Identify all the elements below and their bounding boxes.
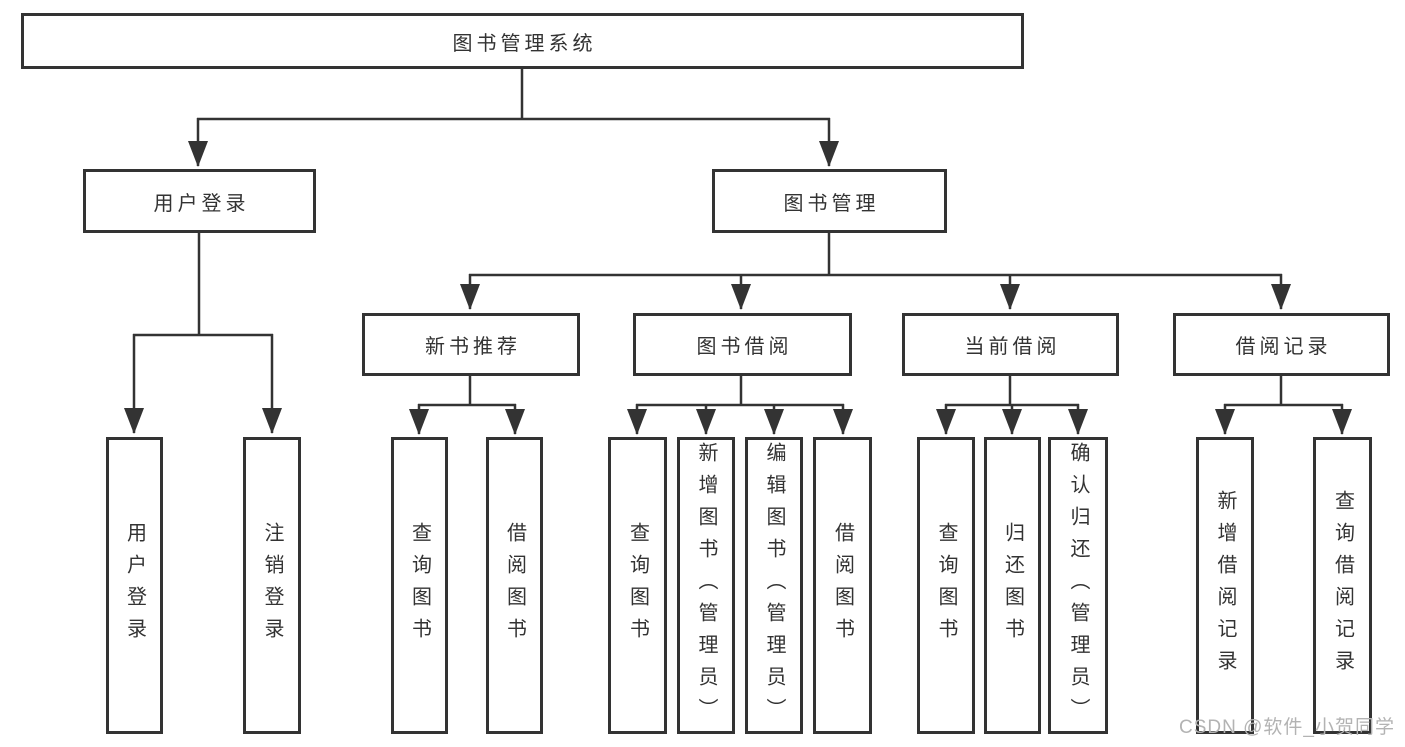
leaf-br-add-borrow-record: 新增借阅记录 xyxy=(1196,437,1254,734)
leaf-user-login-label: 用户登录 xyxy=(123,521,146,650)
node-current-borrow-label: 当前借阅 xyxy=(964,336,1061,358)
leaf-cb-query-books-label: 查询图书 xyxy=(935,521,957,650)
node-book-management-label: 图书管理 xyxy=(783,192,880,215)
node-book-borrow-label: 图书借阅 xyxy=(696,336,793,358)
leaf-cb-return-books-label: 归还图书 xyxy=(1001,521,1024,650)
node-book-borrow: 图书借阅 xyxy=(633,313,852,376)
leaf-bb-edit-books-admin-label: 编辑图书（管理员） xyxy=(763,441,785,730)
node-borrow-records: 借阅记录 xyxy=(1173,313,1390,376)
node-user-login-label: 用户登录 xyxy=(153,192,250,215)
node-root-system-label: 图书管理系统 xyxy=(452,32,597,55)
node-borrow-records-label: 借阅记录 xyxy=(1235,336,1332,358)
leaf-bb-add-books-admin: 新增图书（管理员） xyxy=(677,437,735,734)
leaf-cb-confirm-return-admin: 确认归还（管理员） xyxy=(1048,437,1108,734)
leaf-nbr-query-books: 查询图书 xyxy=(391,437,448,734)
leaf-bb-edit-books-admin: 编辑图书（管理员） xyxy=(745,437,803,734)
node-new-book-recommend-label: 新书推荐 xyxy=(425,336,521,358)
leaf-bb-query-books-label: 查询图书 xyxy=(626,521,649,650)
leaf-bb-borrow-books-label: 借阅图书 xyxy=(831,521,854,650)
leaf-bb-query-books: 查询图书 xyxy=(608,437,667,734)
leaf-br-add-borrow-record-label: 新增借阅记录 xyxy=(1214,489,1236,682)
leaf-bb-add-books-admin-label: 新增图书（管理员） xyxy=(695,441,717,730)
leaf-nbr-query-books-label: 查询图书 xyxy=(408,521,431,650)
leaf-logout: 注销登录 xyxy=(243,437,301,734)
leaf-logout-label: 注销登录 xyxy=(261,521,283,650)
leaf-bb-borrow-books: 借阅图书 xyxy=(813,437,872,734)
node-book-management: 图书管理 xyxy=(712,169,947,233)
node-new-book-recommend: 新书推荐 xyxy=(362,313,580,376)
leaf-br-query-borrow-record: 查询借阅记录 xyxy=(1313,437,1372,734)
leaf-nbr-borrow-books: 借阅图书 xyxy=(486,437,543,734)
csdn-watermark: CSDN @软件_小贺同学 xyxy=(1179,717,1395,738)
node-user-login: 用户登录 xyxy=(83,169,316,233)
node-current-borrow: 当前借阅 xyxy=(902,313,1119,376)
leaf-cb-query-books: 查询图书 xyxy=(917,437,975,734)
leaf-cb-confirm-return-admin-label: 确认归还（管理员） xyxy=(1067,441,1089,730)
leaf-nbr-borrow-books-label: 借阅图书 xyxy=(503,521,526,650)
leaf-br-query-borrow-record-label: 查询借阅记录 xyxy=(1331,489,1354,682)
node-root-system: 图书管理系统 xyxy=(21,13,1024,69)
leaf-user-login: 用户登录 xyxy=(106,437,163,734)
leaf-cb-return-books: 归还图书 xyxy=(984,437,1041,734)
